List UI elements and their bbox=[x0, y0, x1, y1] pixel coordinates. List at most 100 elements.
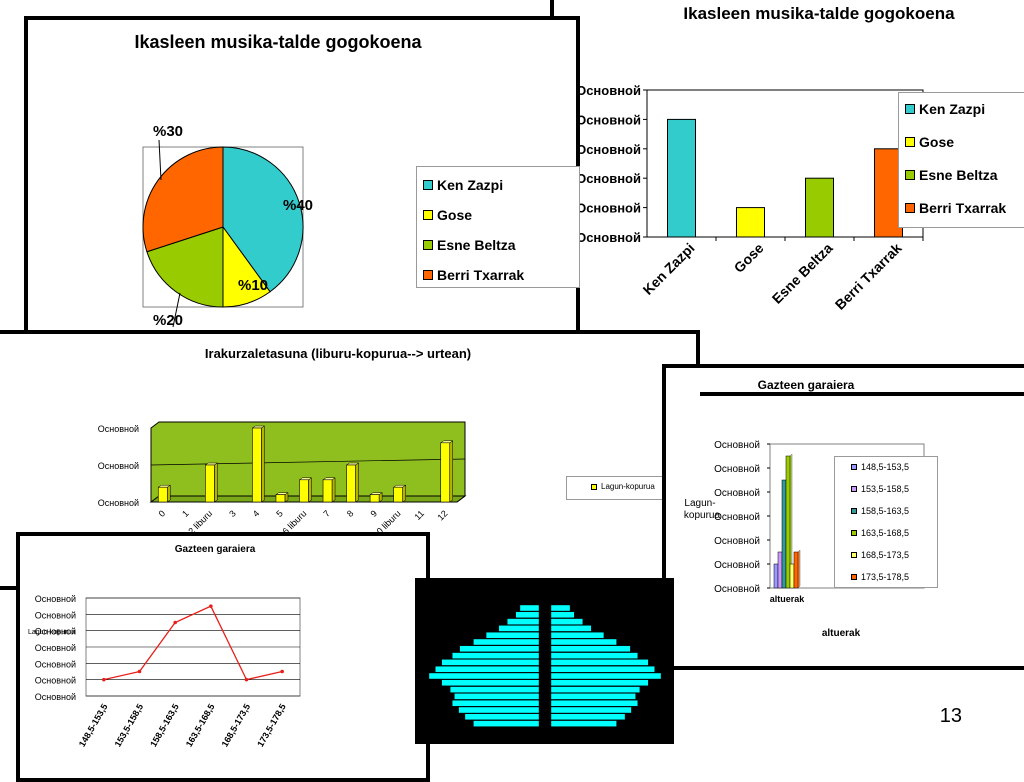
pyramid-bar-right bbox=[550, 720, 617, 727]
legend-label: 153,5-158,5 bbox=[861, 484, 910, 494]
bar bbox=[667, 118, 696, 238]
legend-label: 148,5-153,5 bbox=[861, 462, 910, 472]
y-tick-label: Основной bbox=[576, 142, 641, 157]
pyramid-bar-left bbox=[473, 720, 540, 727]
x-tick-label: 0 bbox=[157, 508, 168, 519]
x-tick-label: Ken Zazpi bbox=[640, 240, 698, 298]
pyramid-bar-right bbox=[550, 686, 641, 693]
y-axis-label: Lagun- bbox=[684, 498, 715, 509]
music-pie-title: Ikasleen musika-talde gogokoena bbox=[134, 32, 422, 52]
pie-slice bbox=[146, 226, 224, 308]
x-tick-label: 4 bbox=[251, 508, 262, 519]
y-tick-label: Основной bbox=[714, 440, 760, 451]
bar bbox=[440, 442, 451, 503]
legend-label: Ken Zazpi bbox=[919, 101, 986, 117]
y-tick-label: Основной bbox=[714, 488, 760, 499]
y-tick-label: Основной bbox=[714, 464, 760, 475]
pyramid-bar-right bbox=[550, 679, 649, 687]
pyramid-bar-right bbox=[550, 625, 592, 632]
height-line-chart: ОсновнойОсновнойОсновнойОсновнойОсновной… bbox=[28, 594, 301, 749]
legend-entry: 173,5-178,5 bbox=[851, 572, 909, 582]
line-point bbox=[209, 604, 213, 608]
bar bbox=[793, 551, 799, 589]
legend-entry: Ken Zazpi bbox=[423, 177, 503, 193]
bar bbox=[789, 563, 795, 589]
legend-swatch bbox=[905, 137, 915, 147]
line-point bbox=[280, 669, 284, 674]
bar-side bbox=[214, 462, 218, 503]
leader-line bbox=[158, 139, 162, 181]
y-tick-label: Основной bbox=[98, 498, 139, 508]
y-tick-label: Основной bbox=[35, 659, 76, 669]
y-axis-label: kopurua bbox=[684, 510, 721, 521]
x-tick-label: 9 bbox=[368, 508, 379, 519]
y-tick-label: Основной bbox=[35, 692, 76, 702]
bar bbox=[736, 207, 765, 238]
y-tick-label: Основной bbox=[35, 627, 76, 637]
x-tick-label: 163,5-168,5 bbox=[184, 702, 217, 749]
series-line bbox=[103, 605, 283, 681]
legend-label: 168,5-173,5 bbox=[861, 550, 910, 560]
pyramid-bar-left bbox=[485, 632, 540, 639]
legend-label: Gose bbox=[919, 134, 955, 150]
pie-data-label: %10 bbox=[238, 277, 268, 294]
legend-entry: Ken Zazpi bbox=[905, 101, 985, 117]
legend-swatch bbox=[851, 486, 857, 492]
legend-swatch bbox=[591, 483, 597, 490]
bar bbox=[781, 479, 787, 589]
legend-swatch bbox=[423, 240, 433, 250]
bar bbox=[205, 464, 215, 503]
pyramid-bar-right bbox=[550, 672, 662, 680]
legend-swatch bbox=[851, 574, 857, 580]
bar-side bbox=[449, 440, 453, 503]
y-tick-label: Основной bbox=[714, 536, 760, 547]
y-tick-label: Основной bbox=[576, 230, 641, 245]
leader-line bbox=[172, 292, 181, 328]
x-tick-label: 8 bbox=[345, 508, 356, 519]
gridline bbox=[150, 458, 466, 466]
legend-entry: 148,5-153,5 bbox=[851, 462, 909, 472]
x-tick-label: 158,5-163,5 bbox=[148, 702, 181, 749]
pyramid-bar-left bbox=[458, 706, 540, 714]
legend-entry: Lagun-kopurua bbox=[591, 482, 655, 491]
legend-swatch bbox=[851, 552, 857, 558]
line-point bbox=[173, 620, 177, 625]
bar bbox=[805, 177, 834, 238]
y-tick-label: Основной bbox=[714, 584, 760, 595]
y-axis-label: Lagun-kopurua bbox=[28, 629, 75, 636]
legend-label: 163,5-168,5 bbox=[861, 528, 910, 538]
pyramid-bar-left bbox=[454, 693, 540, 700]
music-bar-panel: Ikasleen musika-talde gogokoena Основной… bbox=[550, 0, 1024, 380]
bar bbox=[785, 455, 791, 589]
x-tick-label: 5 bbox=[274, 508, 285, 519]
pyramid-bar-right bbox=[550, 645, 631, 653]
page-number: 13 bbox=[939, 705, 962, 727]
legend-entry: Esne Beltza bbox=[905, 167, 998, 183]
bar-side bbox=[308, 477, 312, 503]
pyramid-bar-left bbox=[507, 618, 540, 625]
height-bar-inner-border bbox=[700, 392, 1024, 396]
x-tick-label: 11 bbox=[412, 508, 426, 522]
pyramid-bar-left bbox=[498, 625, 540, 632]
x-tick-label: Esne Beltza bbox=[769, 240, 836, 307]
pyramid-bar-left bbox=[435, 665, 540, 673]
pyramid-bar-right bbox=[550, 659, 649, 666]
bar-side bbox=[797, 549, 801, 589]
pyramid-bar-left bbox=[449, 686, 540, 693]
pyramid-bar-left bbox=[452, 699, 540, 707]
pyramid-bar-left bbox=[428, 672, 540, 680]
legend-label: Berri Txarrak bbox=[919, 200, 1007, 216]
bar-side bbox=[355, 462, 359, 503]
x-axis-label: altuerak bbox=[822, 628, 861, 639]
legend-label: Gose bbox=[437, 207, 473, 223]
pyramid-bar-left bbox=[464, 713, 540, 721]
legend-entry: 163,5-168,5 bbox=[851, 528, 909, 538]
music-bar-chart: ОсновнойОсновнойОсновнойОсновнойОсновной… bbox=[576, 83, 924, 313]
legend-swatch bbox=[423, 270, 433, 280]
x-tick-label: 12 bbox=[435, 508, 449, 522]
pyramid-bar-right bbox=[550, 713, 626, 721]
bar bbox=[346, 464, 356, 503]
x-tick-label: Gose bbox=[731, 240, 767, 276]
